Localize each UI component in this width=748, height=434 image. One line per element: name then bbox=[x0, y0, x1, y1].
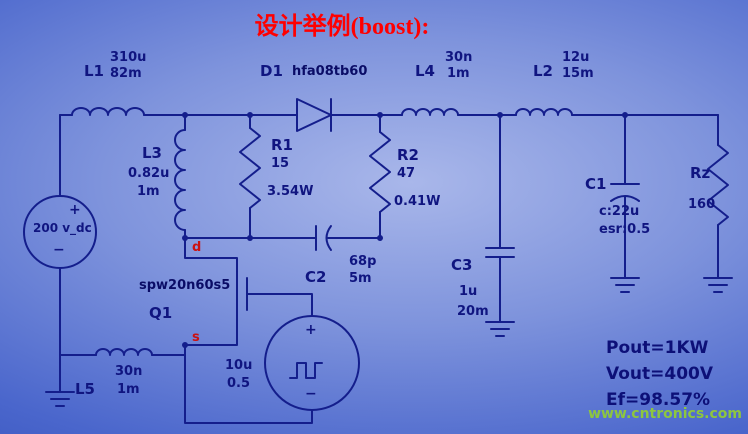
result-efficiency: Ef=98.57% bbox=[606, 390, 711, 410]
label-L4: L4 bbox=[415, 62, 435, 80]
value-L2-1: 12u bbox=[562, 50, 590, 65]
value-L4-2: 1m bbox=[447, 66, 470, 81]
pulse-source-symbol bbox=[264, 315, 360, 411]
part-Q1: spw20n60s5 bbox=[139, 278, 231, 293]
label-Q1: Q1 bbox=[149, 304, 173, 322]
inductor-L5-symbol bbox=[95, 348, 153, 356]
value-L2-2: 15m bbox=[562, 66, 594, 81]
ground-C1-symbol bbox=[610, 277, 640, 293]
inductor-L3-symbol bbox=[174, 129, 186, 231]
value-pulse-2: 0.5 bbox=[227, 376, 251, 391]
resistor-R1-symbol bbox=[239, 127, 261, 209]
label-D1: D1 bbox=[260, 62, 283, 80]
label-C3: C3 bbox=[451, 256, 473, 274]
value-C2-2: 5m bbox=[349, 271, 372, 286]
value-C1-1: c:22u bbox=[599, 204, 640, 219]
value-R2-1: 47 bbox=[397, 166, 416, 181]
inductor-L1-symbol bbox=[71, 107, 145, 116]
wire-gate-drive bbox=[246, 293, 313, 317]
value-L1-1: 310u bbox=[110, 50, 147, 65]
value-L3-1: 0.82u bbox=[128, 166, 170, 181]
label-L5: L5 bbox=[75, 380, 95, 398]
value-R1-1: 15 bbox=[271, 156, 290, 171]
junction-dots bbox=[182, 112, 628, 348]
capacitor-C2-symbol bbox=[315, 225, 332, 251]
ground-left-symbol bbox=[45, 354, 75, 407]
watermark: www.cntronics.com bbox=[588, 406, 742, 422]
pin-Q1-drain: d bbox=[192, 240, 202, 255]
label-L1: L1 bbox=[84, 62, 104, 80]
inductor-L4-symbol bbox=[401, 108, 459, 116]
capacitor-C3-symbol bbox=[485, 247, 515, 258]
value-L5-2: 1m bbox=[117, 382, 140, 397]
value-C3-1: 1u bbox=[459, 284, 478, 299]
label-C1: C1 bbox=[585, 175, 607, 193]
result-vout: Vout=400V bbox=[606, 364, 714, 384]
vsource-value: 200 v_dc bbox=[33, 221, 92, 235]
value-C1-2: esr:0.5 bbox=[599, 222, 651, 237]
label-R2: R2 bbox=[397, 146, 419, 164]
value-C2-1: 68p bbox=[349, 254, 377, 269]
value-R2-2: 0.41W bbox=[394, 194, 441, 209]
ground-Rz-symbol bbox=[703, 277, 733, 293]
wire-Q1-loop bbox=[184, 344, 313, 424]
ground-C3-symbol bbox=[485, 321, 515, 337]
value-L1-2: 82m bbox=[110, 66, 142, 81]
inductor-L2-symbol bbox=[515, 108, 573, 116]
vsource-minus-sign: − bbox=[53, 242, 65, 258]
wire-Q1-source bbox=[184, 315, 238, 346]
label-C2: C2 bbox=[305, 268, 327, 286]
diode-D1-symbol bbox=[296, 98, 332, 132]
value-R1-2: 3.54W bbox=[267, 184, 314, 199]
pin-Q1-source: s bbox=[192, 330, 200, 345]
value-L4-1: 30n bbox=[445, 50, 473, 65]
value-Rz-1: 160 bbox=[688, 197, 716, 212]
pulse-minus-sign: − bbox=[305, 386, 317, 402]
page-title: 设计举例(boost): bbox=[254, 14, 430, 40]
pulse-waveform-icon bbox=[289, 362, 323, 379]
label-L2: L2 bbox=[533, 62, 553, 80]
result-pout: Pout=1KW bbox=[606, 338, 709, 358]
resistor-R2-symbol bbox=[369, 131, 391, 213]
value-C3-2: 20m bbox=[457, 304, 489, 319]
part-D1: hfa08tb60 bbox=[292, 64, 368, 79]
value-L5-1: 30n bbox=[115, 364, 143, 379]
value-pulse-1: 10u bbox=[225, 358, 253, 373]
resistor-Rz-symbol bbox=[707, 144, 729, 226]
vsource-plus-sign: + bbox=[69, 202, 81, 218]
wire-Q1-drain bbox=[184, 237, 238, 273]
label-L3: L3 bbox=[142, 144, 162, 162]
label-Rz: Rz bbox=[690, 164, 711, 182]
value-L3-2: 1m bbox=[137, 184, 160, 199]
pulse-plus-sign: + bbox=[305, 322, 317, 338]
label-R1: R1 bbox=[271, 136, 293, 154]
